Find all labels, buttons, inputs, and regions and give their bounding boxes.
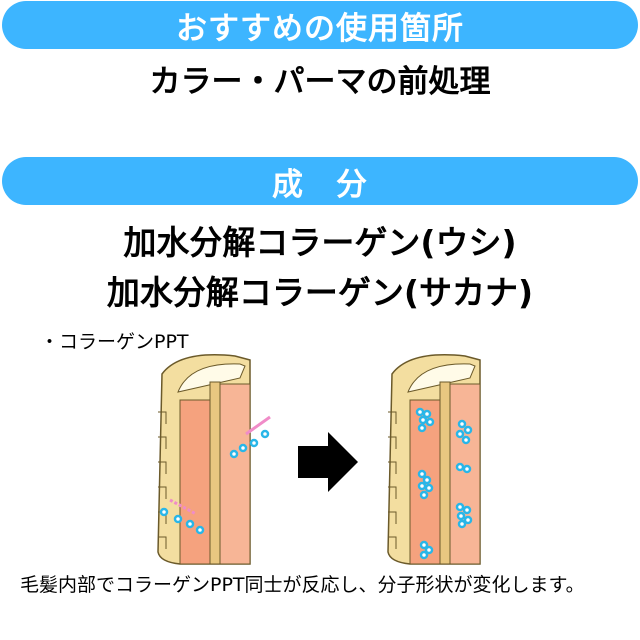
ingredients-banner: 成 分 — [2, 157, 638, 205]
hair-before-illustration — [157, 354, 271, 565]
ingredients-banner-label: 成 分 — [272, 166, 368, 203]
right-arrow-icon — [298, 432, 358, 492]
description: 毛髪内部でコラーゲンPPT同士が反応し、分子形状が変化します。 — [20, 574, 585, 596]
ingredient-2: 加水分解コラーゲン(サカナ) — [106, 273, 534, 312]
usage-banner-label: おすすめの使用箇所 — [176, 10, 464, 47]
usage-value: カラー・パーマの前処理 — [149, 64, 491, 100]
ingredient-1: 加水分解コラーゲン(ウシ) — [123, 223, 517, 262]
usage-banner: おすすめの使用箇所 — [2, 1, 638, 49]
illustration-caption: ・コラーゲンPPT — [40, 331, 189, 353]
hair-after-illustration — [387, 354, 481, 565]
